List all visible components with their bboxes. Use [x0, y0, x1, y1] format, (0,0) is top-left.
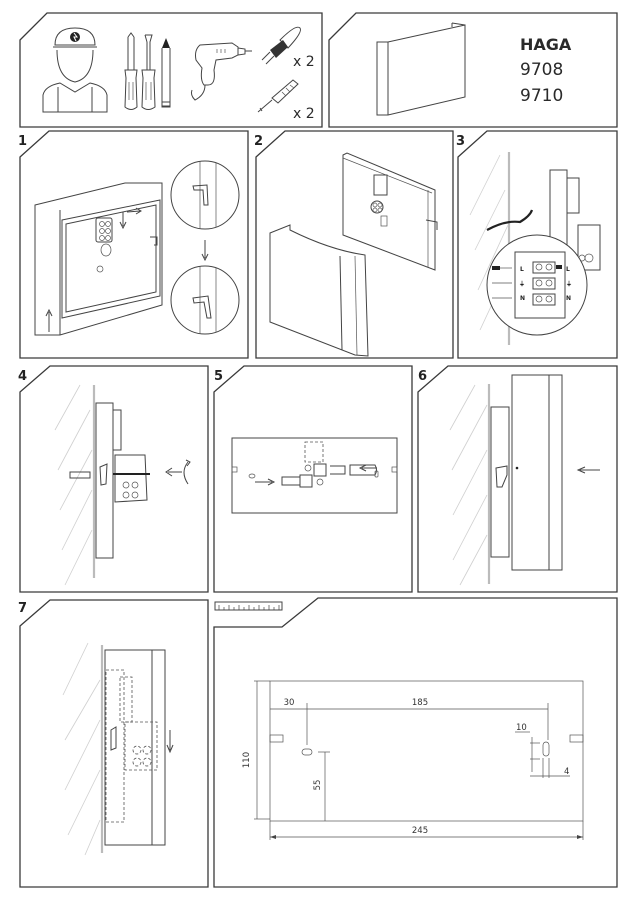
width-dimension: 245 [412, 826, 428, 836]
product-panel: HAGA 9708 9710 [328, 12, 618, 128]
step-number: 1 [18, 134, 27, 149]
fixture-n-label: N [566, 295, 571, 302]
hole-spacing-dimension: 185 [412, 698, 428, 708]
tools-panel: x 2 x 2 [19, 12, 323, 128]
step-2-panel: 2 [254, 130, 454, 359]
flat-screwdriver-icon [141, 34, 156, 110]
hole-height-dimension: 55 [313, 780, 323, 791]
dimensions-panel: 110 30 185 55 10 4 245 [213, 597, 618, 888]
detail-circle-hook-down [170, 265, 240, 335]
product-code-1: 9708 [520, 60, 563, 80]
step-5-panel: 5 [213, 365, 413, 593]
pencil-icon [161, 38, 171, 108]
detail-circle-hook-up [170, 160, 240, 230]
step-7-panel: 7 [18, 599, 209, 888]
drill-icon [190, 42, 252, 101]
wiring-detail-circle: L ⏚ N L ⏚ N [486, 234, 588, 336]
plug-quantity: x 2 [293, 106, 315, 122]
step-4-panel: 4 [18, 365, 209, 593]
step-1-panel: 1 [18, 130, 249, 359]
height-dimension: 110 [242, 752, 252, 768]
step-3-panel: 3 L ⏚ N L ⏚ N [456, 130, 618, 359]
mounting-slot-left [301, 748, 313, 756]
step-number: 2 [254, 134, 263, 149]
step-6-panel: 6 [417, 365, 618, 593]
terminal-l-label: L [520, 266, 524, 273]
slot-width-dimension: 4 [564, 767, 569, 777]
hole-offset-dimension: 30 [284, 698, 295, 708]
product-name: HAGA [520, 35, 572, 54]
terminal-n-label: N [520, 295, 525, 302]
step-number: 3 [456, 134, 465, 149]
terminal-earth-label: ⏚ [519, 281, 525, 288]
wall-plug-icon [257, 79, 299, 113]
bulb-icon [261, 26, 301, 65]
cover-illustration [376, 22, 466, 116]
electrician-icon [42, 27, 108, 113]
step-number: 4 [18, 369, 27, 384]
bulb-quantity: x 2 [293, 54, 315, 70]
slot-length-dimension: 10 [516, 723, 527, 733]
phillips-screwdriver-icon [124, 32, 138, 110]
step-number: 5 [214, 369, 223, 384]
step-number: 6 [418, 369, 427, 384]
fixture-earth-label: ⏚ [566, 281, 572, 288]
ruler-icon [214, 601, 283, 611]
mounting-slot-right [542, 741, 550, 757]
product-code-2: 9710 [520, 86, 563, 106]
fixture-l-label: L [566, 266, 570, 273]
step-number: 7 [18, 601, 27, 616]
